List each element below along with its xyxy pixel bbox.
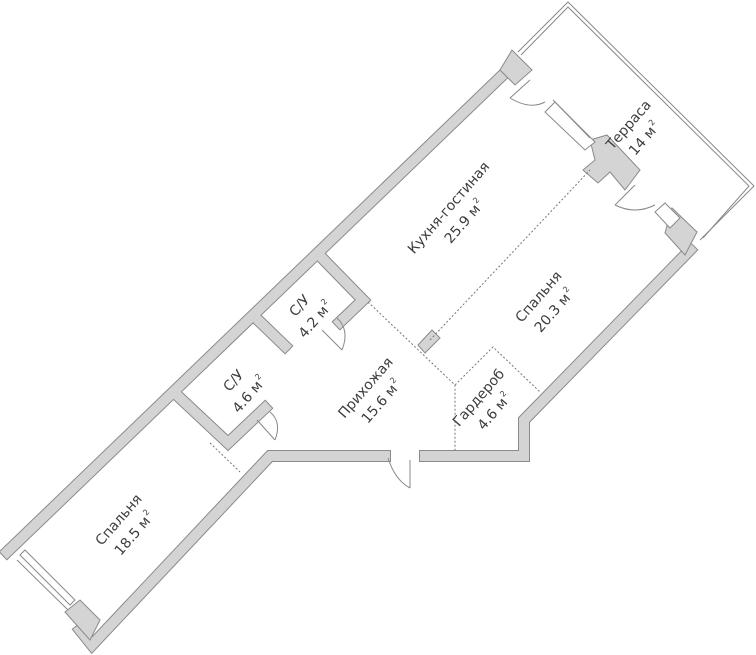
terrace-outline — [517, 1, 755, 241]
walls — [0, 59, 699, 655]
wall-blocks — [64, 49, 698, 641]
zone-dividers — [209, 169, 591, 473]
doors — [256, 79, 656, 489]
windows — [16, 99, 681, 611]
